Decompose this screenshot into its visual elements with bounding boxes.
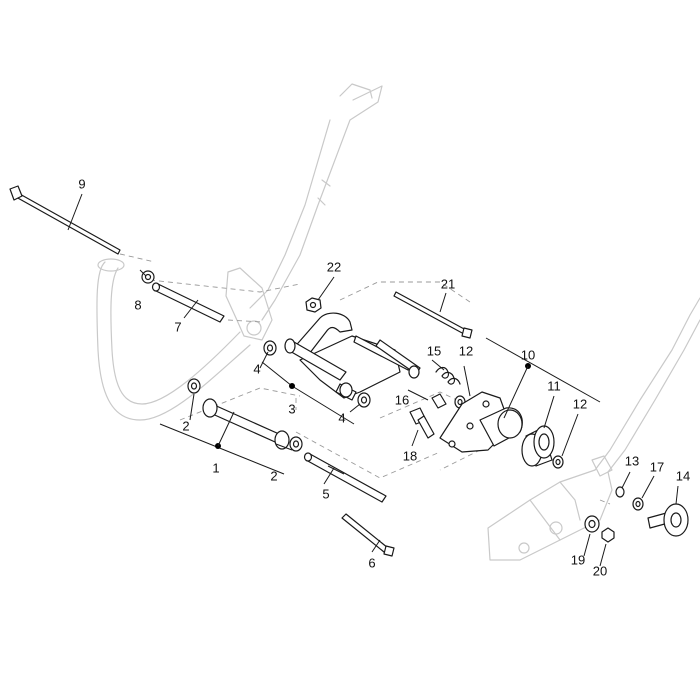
part-16-bushing [431,393,447,409]
part-20-nut [601,527,615,543]
part-3-swing-arm [284,312,421,401]
callout-17: 17 [650,459,664,474]
part-7-pin [151,282,225,323]
part-19-washer [584,515,600,533]
callout-14: 14 [676,468,690,483]
callout-5: 5 [322,486,329,501]
part-6-bolt [341,513,395,557]
callout-12-upper: 12 [459,343,473,358]
part-14-adjuster-knob [647,503,689,537]
part-10-mount-bracket [439,391,523,453]
leader-lines [67,193,679,567]
callout-6: 6 [368,555,375,570]
callout-10: 10 [521,347,535,362]
callout-19: 19 [571,552,585,567]
callout-4-left: 4 [253,361,260,376]
part-8-nut [141,270,155,284]
part-15-spring [435,366,461,385]
part-17-nut [632,497,644,511]
callout-3: 3 [288,401,295,416]
callout-15: 15 [427,343,441,358]
part-5-pin [303,452,387,503]
callout-4-right: 4 [338,410,345,425]
part-2-bushings [187,378,303,452]
callout-20: 20 [593,563,607,578]
callout-11: 11 [547,378,561,393]
callout-8: 8 [134,297,141,312]
callout-16: 16 [395,392,409,407]
vehicle-frame [96,83,700,561]
callout-13: 13 [625,453,639,468]
callout-7: 7 [174,319,181,334]
part-11-silent-block [521,425,555,467]
part-12-bushing-lower [552,455,564,469]
callout-2-left: 2 [182,418,189,433]
part-1-pivot-axle [202,398,290,450]
callout-22: 22 [327,259,341,274]
callout-12-lower: 12 [573,396,587,411]
part-13-washer [615,486,625,498]
part-21-long-bolt [393,291,473,339]
callout-18: 18 [403,448,417,463]
callout-21: 21 [441,276,455,291]
callout-2-right: 2 [270,468,277,483]
part-4-bushings [263,340,371,408]
callout-1: 1 [212,460,219,475]
part-22-nut [305,297,322,313]
callout-labels: 9 8 7 22 21 4 3 4 15 12 10 16 11 12 2 18… [78,176,690,578]
part-18-bolt [409,407,435,439]
callout-9: 9 [78,176,85,191]
part-9-long-bolt [9,185,121,255]
